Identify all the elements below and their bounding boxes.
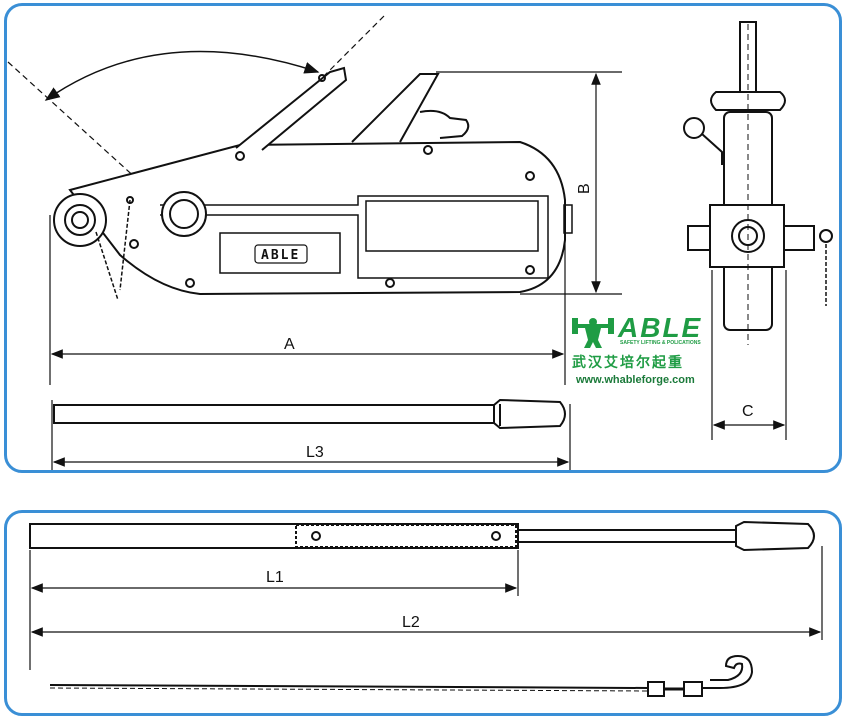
dimension-l1: [29, 550, 519, 670]
dimension-l1-label: L1: [266, 569, 284, 586]
nameplate-label: ABLE: [261, 248, 300, 263]
dimension-c: [711, 270, 787, 440]
handle-l3: [53, 398, 566, 430]
dimension-l2-label: L2: [402, 614, 420, 631]
dimension-l2: [30, 546, 823, 640]
logo-tagline: SAFETY LIFTING & POLICATIONS: [620, 340, 701, 346]
telescopic-handle: [29, 520, 815, 552]
dimension-b: [436, 71, 622, 295]
dimension-a-label: A: [284, 336, 295, 353]
brand-logo: ABLE SAFETY LIFTING & POLICATIONS 武汉艾培尔起…: [572, 312, 712, 392]
logo-website[interactable]: www.whableforge.com: [576, 374, 695, 386]
hoist-side-view: [7, 15, 573, 301]
wire-rope-with-hook: [49, 654, 754, 697]
weightlifter-icon: [572, 318, 614, 348]
hoist-front-view: [683, 21, 833, 345]
logo-chinese-name: 武汉艾培尔起重: [572, 355, 684, 371]
dimension-b-label: B: [576, 183, 593, 194]
dimension-a: [49, 215, 566, 385]
dimension-c-label: C: [742, 403, 754, 420]
dimension-l3-label: L3: [306, 444, 324, 461]
dimension-l3: [51, 400, 571, 470]
logo-wordmark: ABLE: [618, 312, 703, 343]
